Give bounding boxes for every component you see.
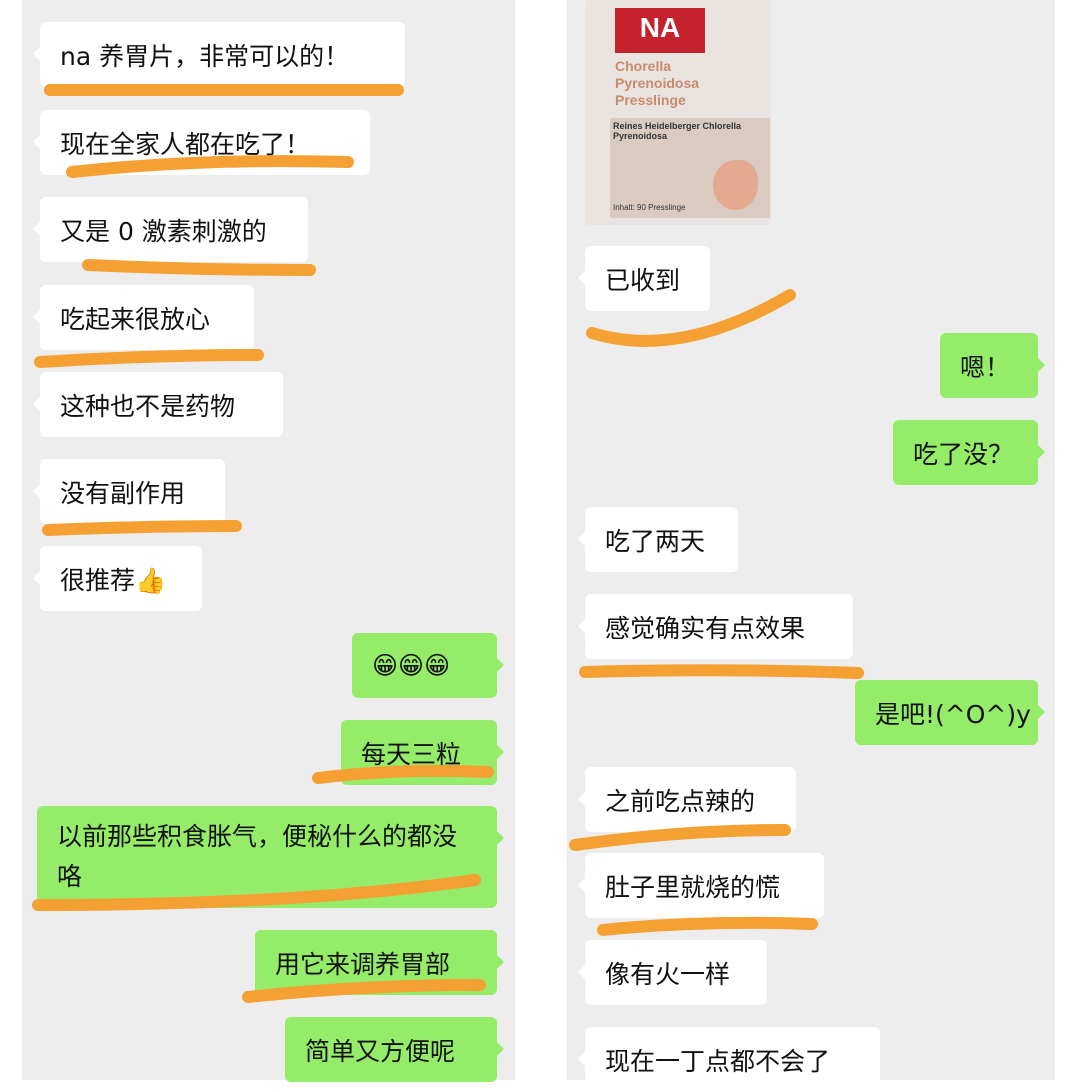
title-line: Presslinge [615,92,686,108]
message-bubble: 现在全家人都在吃了！ [33,110,370,175]
message-bubble: 现在一丁点都不会了 [578,1027,880,1092]
message-bubble: 之前吃点辣的 [578,767,796,832]
message-bubble: 已收到 [578,246,710,311]
message-bubble: 这种也不是药物 [33,372,283,437]
message-bubble: 是吧!(^O^)y [855,680,1045,745]
message-bubble: 吃了没？ [893,420,1045,485]
message-bubble: 感觉确实有点效果 [578,594,853,659]
product-contents: Inhalt: 90 Presslinge [613,203,686,212]
message-bubble: 像有火一样 [578,940,767,1005]
brand-logo: NA [615,8,705,53]
message-bubble: 没有副作用 [33,459,225,524]
message-bubble: 嗯！ [940,333,1045,398]
message-bubble: 又是 0 激素刺激的 [33,197,308,262]
message-bubble: 简单又方便呢 [285,1017,504,1082]
stomach-illustration [713,160,758,210]
message-bubble: 用它来调养胃部 [255,930,504,995]
message-bubble: 每天三粒 [341,720,504,785]
message-bubble: 吃起来很放心 [33,285,254,350]
message-bubble: 😁😁😁 [352,633,504,698]
message-bubble: 吃了两天 [578,507,738,572]
message-bubble: 肚子里就烧的慌 [578,853,824,918]
message-bubble: na 养胃片，非常可以的！ [33,22,405,87]
message-bubble: 以前那些积食胀气，便秘什么的都没咯 [37,806,504,908]
title-line: Pyrenoidosa [615,75,700,91]
product-photo[interactable]: NA Chorella Pyrenoidosa Presslinge Reine… [585,0,771,225]
title-line: Chorella [615,58,672,74]
message-bubble: 很推荐👍 [33,546,202,611]
product-title: Chorella Pyrenoidosa Presslinge [615,58,699,109]
